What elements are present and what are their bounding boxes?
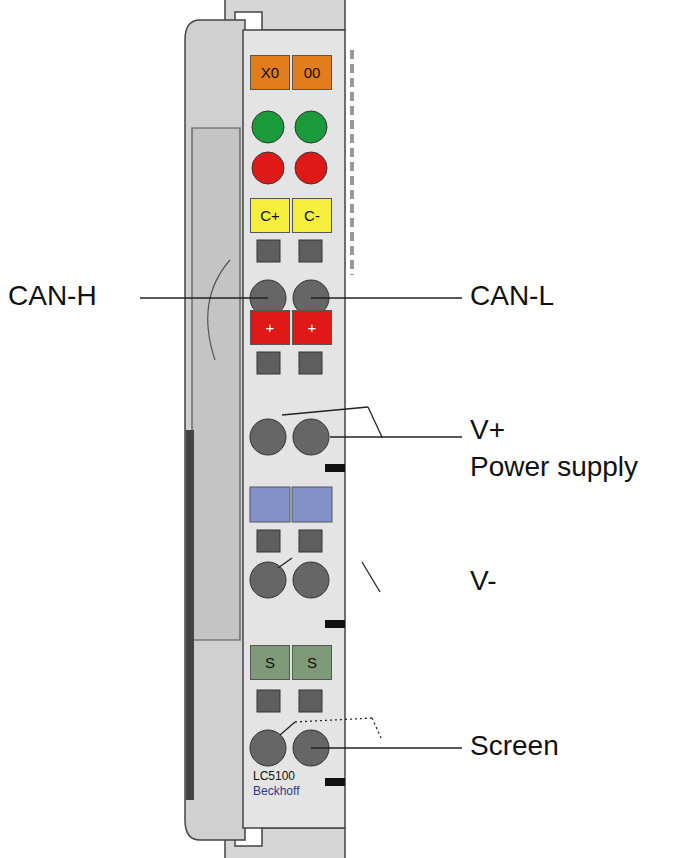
- terminal-label: S: [250, 645, 290, 680]
- run-led: [295, 111, 327, 143]
- label-text: C+: [260, 208, 280, 223]
- error-led: [252, 152, 284, 184]
- minus-marker: [292, 487, 332, 522]
- error-led: [295, 152, 327, 184]
- spring-contacts: [250, 280, 329, 766]
- terminal-label: +: [250, 310, 290, 345]
- pin-description: Power supply: [470, 452, 638, 483]
- label-text: +: [266, 320, 275, 335]
- terminal-label: C-: [292, 198, 332, 233]
- leader-lines: [140, 298, 462, 748]
- signal-name: V+: [470, 415, 505, 446]
- label-text: X0: [261, 65, 279, 80]
- side-rail: [186, 430, 194, 800]
- label-text: S: [307, 655, 317, 670]
- side-recess: [192, 128, 240, 640]
- contact-bars: [325, 464, 345, 786]
- signal-name: Screen: [470, 731, 559, 762]
- terminal-label: 00: [292, 55, 332, 90]
- signal-name: CAN-L: [470, 281, 554, 312]
- signal-name: V-: [470, 566, 496, 597]
- label-text: S: [265, 655, 275, 670]
- terminal-label: +: [292, 310, 332, 345]
- front-panel: [243, 30, 345, 828]
- signal-name: CAN-H: [8, 281, 97, 312]
- manufacturer-name: Beckhoff: [253, 785, 299, 798]
- contact-edge: [350, 50, 354, 275]
- side-latch: [208, 260, 230, 360]
- terminal-label: S: [292, 645, 332, 680]
- minus-marker: [250, 487, 290, 522]
- terminal-label: X0: [250, 55, 290, 90]
- label-text: 00: [304, 65, 321, 80]
- label-text: +: [308, 320, 317, 335]
- run-led: [252, 111, 284, 143]
- label-text: C-: [304, 208, 320, 223]
- terminal-label: C+: [250, 198, 290, 233]
- side-housing: [185, 20, 245, 840]
- part-number: LC5100: [253, 770, 295, 783]
